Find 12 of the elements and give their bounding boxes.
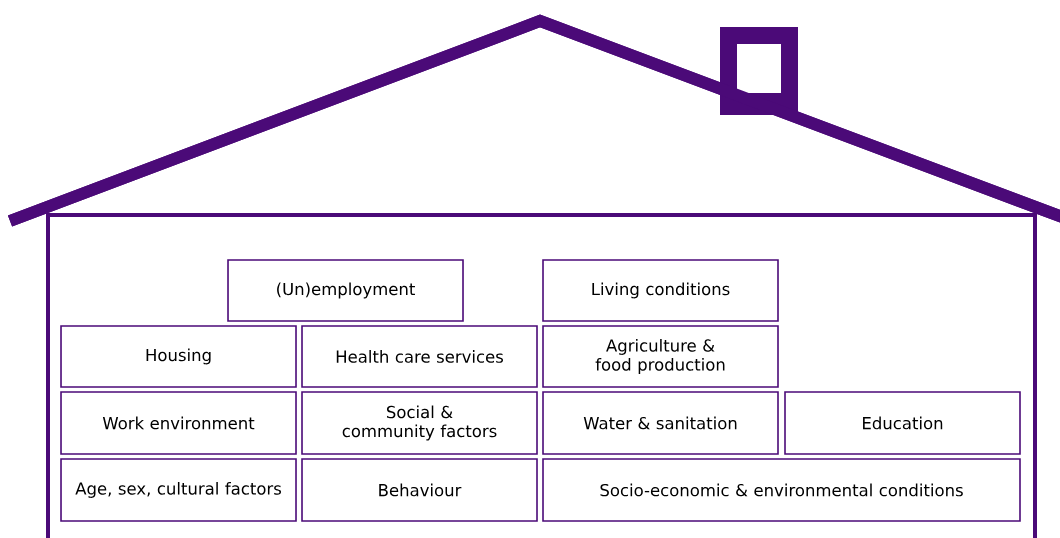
factor-box: Age, sex, cultural factors [60,458,297,522]
factor-box: Work environment [60,391,297,455]
factor-box: Living conditions [542,259,779,322]
factor-box: Behaviour [301,458,538,522]
factor-box: Water & sanitation [542,391,779,455]
factor-box: Health care services [301,325,538,388]
factor-box: Agriculture & food production [542,325,779,388]
factor-box: Socio-economic & environmental conditions [542,458,1021,522]
factor-box: Education [784,391,1021,455]
factor-box: Social & community factors [301,391,538,455]
factor-box: Housing [60,325,297,388]
factor-box: (Un)employment [227,259,464,322]
